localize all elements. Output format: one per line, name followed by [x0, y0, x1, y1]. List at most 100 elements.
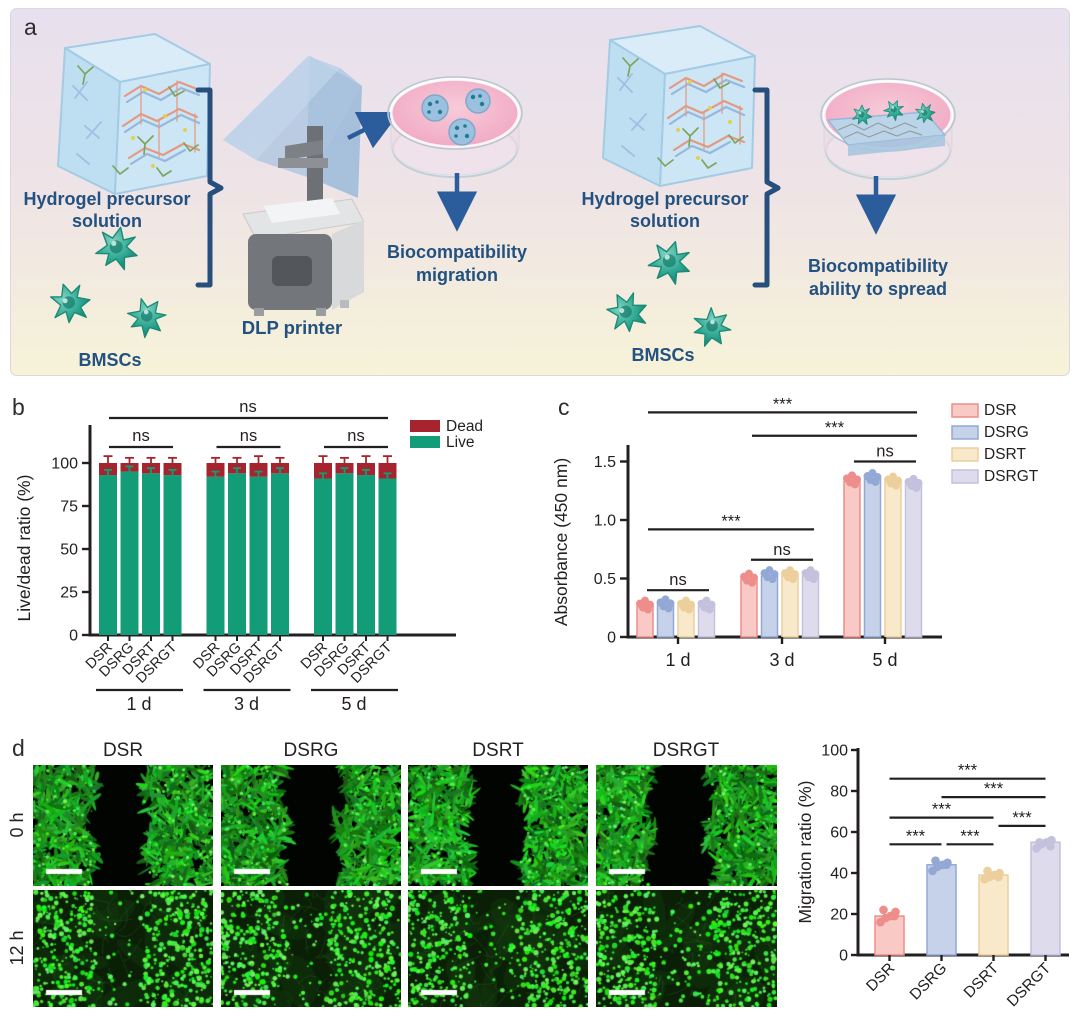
bar-live: [249, 476, 268, 635]
bmsc-cells-right: [599, 235, 740, 354]
bar: [801, 575, 820, 638]
arrow-printer-to-dish: [346, 111, 401, 149]
bar: [904, 484, 923, 638]
sig-label: ns: [347, 427, 364, 445]
micrograph-dsr-0h: [33, 765, 213, 886]
caption-migration-line2: migration: [416, 265, 498, 285]
bar-live: [206, 476, 225, 635]
panel-letter-b: b: [12, 394, 25, 420]
hydrogel-cube-right: [601, 24, 757, 188]
x-tick-label: DSR: [863, 960, 898, 995]
data-point: [879, 905, 888, 915]
brace-right: [752, 87, 781, 288]
legend-swatch: [951, 469, 979, 484]
y-tick-label: 100: [51, 456, 78, 473]
data-point: [685, 605, 693, 614]
sig-label: ***: [773, 395, 793, 413]
y-tick-label: 60: [830, 825, 848, 842]
caption-spread-line1: Biocompatibility: [808, 256, 948, 276]
legend-swatch-dead: [410, 420, 440, 432]
bar-dead: [378, 463, 397, 479]
bar-live: [357, 475, 375, 635]
data-point: [748, 578, 756, 587]
bar-live: [120, 471, 139, 635]
hydrogel-label-right-line1: Hydrogel precursor: [581, 189, 748, 209]
sig-label: ***: [932, 801, 952, 819]
panel-letter-a: a: [24, 14, 37, 40]
sig-label: ns: [876, 443, 893, 461]
caption-migration-line1: Biocompatibility: [387, 242, 527, 262]
bar-dead: [206, 463, 225, 477]
y-tick-label: 0.5: [594, 571, 616, 588]
bar-live: [142, 473, 160, 635]
sig-label: ***: [1012, 809, 1032, 827]
x-tick-label: DSRT: [961, 959, 1003, 1001]
bar: [863, 478, 882, 638]
data-point: [851, 480, 859, 489]
group-label: 3 d: [234, 694, 259, 714]
caption-spread-line2: ability to spread: [809, 279, 947, 299]
x-tick-label: DSRG: [907, 960, 951, 1004]
sig-label-overall: ns: [239, 398, 256, 416]
data-point: [892, 481, 900, 490]
micrograph-row-label-12h: 12 h: [7, 930, 27, 966]
legend-label-dead: Dead: [446, 418, 483, 435]
sig-label: ns: [669, 571, 686, 589]
sig-label: ns: [773, 541, 790, 559]
legend-swatch-live: [410, 436, 440, 448]
bmscs-label-right: BMSCs: [631, 345, 694, 365]
sig-label: ***: [721, 512, 741, 530]
micrograph-dsrg-0h: [221, 765, 401, 886]
micrograph-dsrg-12h: [221, 890, 401, 1007]
bar: [884, 481, 902, 638]
bar-live: [271, 473, 289, 635]
bar: [978, 874, 1009, 956]
sig-label: ***: [825, 419, 845, 437]
data-point: [890, 911, 899, 921]
bar-live: [335, 473, 354, 635]
micrograph-column-label-dsrg: DSRG: [283, 740, 339, 761]
y-axis-label: Live/dead ratio (%): [14, 475, 34, 622]
panel-a-illustration: Hydrogel precursor solution Hydrogel pre…: [23, 24, 957, 370]
panel-a: Hydrogel precursor solution Hydrogel pre…: [10, 8, 1070, 376]
data-point: [705, 605, 714, 614]
bar: [781, 575, 799, 638]
data-point: [1035, 837, 1044, 847]
data-point: [664, 604, 673, 613]
sig-label: ***: [984, 780, 1004, 798]
bar-live: [314, 478, 332, 635]
micrograph-dsrgt-0h: [596, 765, 777, 886]
group-label: 5 d: [872, 650, 897, 670]
legend-label: DSRG: [984, 424, 1029, 441]
bmscs-label-left: BMSCs: [78, 350, 141, 370]
legend-label-live: Live: [446, 434, 474, 451]
group-label: 3 d: [769, 650, 794, 670]
micrograph-column-label-dsrgt: DSRGT: [652, 740, 720, 761]
data-point: [789, 575, 797, 584]
data-point: [931, 856, 940, 865]
legend-swatch: [951, 403, 979, 418]
dlp-printer-illustration: [223, 56, 365, 316]
brace-left: [195, 87, 224, 288]
legend-label: DSRT: [984, 446, 1026, 463]
y-tick-label: 25: [60, 585, 78, 602]
data-point: [1046, 842, 1055, 851]
bar: [1030, 841, 1061, 956]
bar: [843, 480, 861, 638]
legend-swatch: [951, 447, 979, 462]
x-tick-label: DSRGT: [1004, 959, 1055, 1010]
y-tick-label: 0: [69, 628, 78, 645]
panel-letter-d: d: [12, 735, 25, 761]
data-point: [809, 575, 818, 584]
bmsc-cells-left: [44, 223, 174, 344]
data-point: [644, 605, 652, 614]
petri-dish-migration: [386, 75, 524, 179]
micrograph-dsr-12h: [33, 890, 213, 1007]
data-point: [912, 483, 921, 492]
sig-label: ***: [906, 827, 926, 845]
micrograph-dsrt-0h: [408, 765, 588, 886]
data-point: [871, 478, 880, 487]
